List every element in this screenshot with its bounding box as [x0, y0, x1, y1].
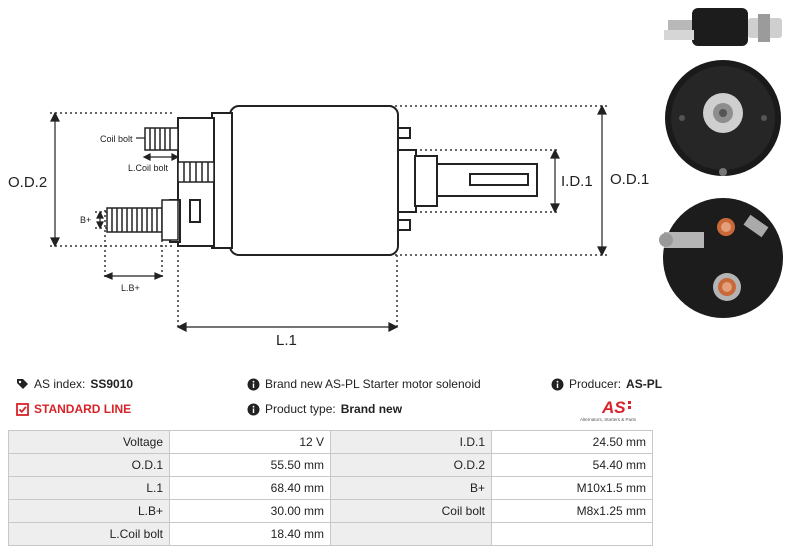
as-index-value: SS9010 [90, 377, 134, 391]
spec-key-cell: I.D.1 [330, 430, 492, 454]
spec-value-cell: 18.40 mm [169, 522, 331, 546]
as-index-label: AS index: [34, 377, 86, 391]
technical-drawing: O.D.2 O.D.1 I.D.1 L.1 L.B+ B+ Coil bolt … [8, 104, 649, 349]
spec-value-cell: 30.00 mm [169, 499, 331, 523]
tag-icon [16, 378, 29, 391]
spec-key-cell [330, 522, 492, 546]
spec-key-cell: Coil bolt [330, 499, 492, 523]
spec-key-cell: L.B+ [8, 499, 170, 523]
producer: Producer: AS-PL [551, 377, 662, 391]
dimension-lines [50, 104, 607, 332]
coil-bolt-label: Coil bolt [100, 134, 133, 144]
spec-value-cell: 54.40 mm [491, 453, 653, 477]
product-photos [659, 8, 783, 318]
spec-value-cell: 68.40 mm [169, 476, 331, 500]
photo-front-view [665, 60, 781, 176]
id1-label: I.D.1 [561, 173, 593, 190]
spec-key-cell: O.D.1 [8, 453, 170, 477]
info-icon [247, 403, 260, 416]
logo-text: AS [601, 398, 626, 417]
product-info: AS index: SS9010 STANDARD LINE Brand new… [0, 372, 800, 422]
spec-value-cell: 12 V [169, 430, 331, 454]
coil-bolt-drawing [144, 127, 215, 183]
spec-key-cell: L.1 [8, 476, 170, 500]
l1-label: L.1 [276, 332, 297, 349]
as-index: AS index: SS9010 [16, 377, 133, 391]
spec-value-cell: M8x1.25 mm [491, 499, 653, 523]
spec-key-cell: O.D.2 [330, 453, 492, 477]
producer-value: AS-PL [626, 377, 663, 391]
od1-label: O.D.1 [610, 171, 649, 188]
description-text: Brand new AS-PL Starter motor solenoid [265, 377, 481, 391]
description: Brand new AS-PL Starter motor solenoid [247, 377, 481, 391]
spec-key-cell: L.Coil bolt [8, 522, 170, 546]
info-icon [247, 378, 260, 391]
standard-line-text: STANDARD LINE [34, 402, 132, 416]
product-type-label: Product type: [265, 402, 336, 416]
check-square-icon [16, 402, 29, 416]
spec-key-cell: Voltage [8, 430, 170, 454]
spec-value-cell: 24.50 mm [491, 430, 653, 454]
producer-label: Producer: [569, 377, 622, 391]
b-plus-bolt-drawing [106, 199, 179, 241]
standard-line: STANDARD LINE [16, 402, 131, 416]
photo-terminal-view [659, 198, 783, 318]
solenoid-outline [169, 105, 538, 256]
lcoil-bolt-label: L.Coil bolt [128, 163, 169, 173]
b-plus-label: B+ [80, 215, 91, 225]
lb-label: L.B+ [121, 283, 140, 293]
photo-side-view [664, 8, 782, 46]
product-type-value: Brand new [340, 402, 403, 416]
spec-value-cell: M10x1.5 mm [491, 476, 653, 500]
spec-value-cell: 55.50 mm [169, 453, 331, 477]
product-type: Product type: Brand new [247, 402, 402, 416]
info-icon [551, 378, 564, 391]
spec-key-cell: B+ [330, 476, 492, 500]
od2-label: O.D.2 [8, 174, 47, 191]
spec-value-cell [491, 522, 653, 546]
logo-tagline: Alternators, Starters & Parts [580, 417, 637, 422]
as-pl-logo: AS Alternators, Starters & Parts [580, 398, 637, 422]
